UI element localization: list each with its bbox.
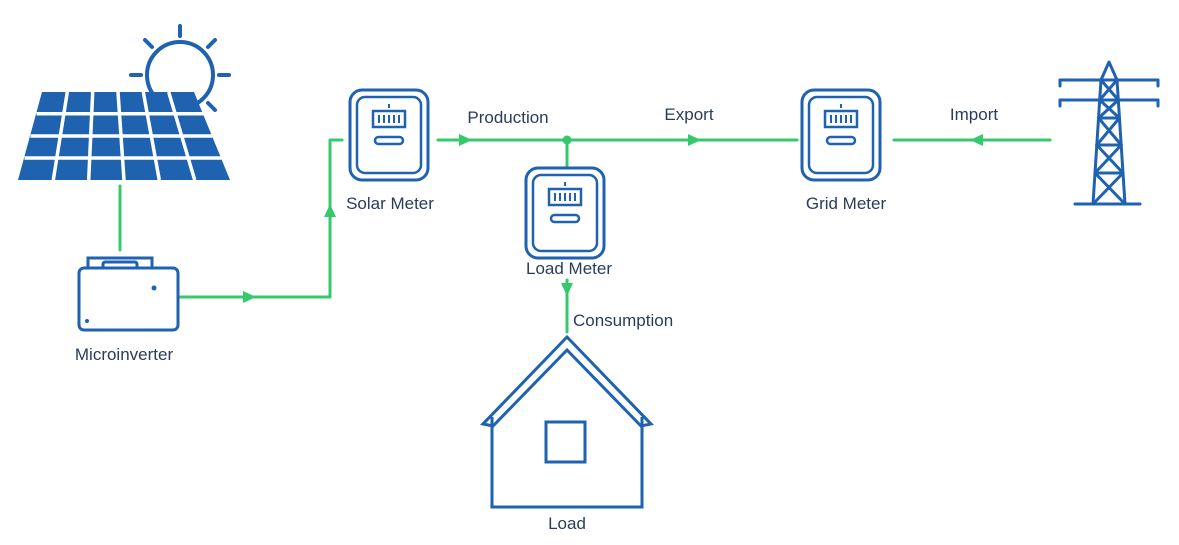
consumption-label: Consumption xyxy=(573,311,673,330)
grid-meter-label: Grid Meter xyxy=(806,194,887,213)
microinverter-label: Microinverter xyxy=(75,345,174,364)
microinverter-icon xyxy=(77,256,180,332)
load-meter-icon xyxy=(524,166,606,260)
import-label: Import xyxy=(950,105,998,124)
transmission-tower-icon xyxy=(1058,60,1160,206)
grid-meter-icon xyxy=(800,88,882,182)
production-arrow xyxy=(459,134,472,146)
import-arrow xyxy=(970,134,983,146)
load-meter-label: Load Meter xyxy=(526,259,612,278)
solar-panel-icon xyxy=(18,91,230,181)
arrow-up-to-solar-meter xyxy=(324,204,336,217)
export-arrow xyxy=(688,134,701,146)
flow-arrows xyxy=(243,134,983,303)
house-icon xyxy=(480,334,654,509)
export-label: Export xyxy=(664,105,713,124)
production-label: Production xyxy=(467,108,548,127)
arrow-right-to-panel-bus xyxy=(243,291,256,303)
solar-meter-label: Solar Meter xyxy=(346,194,434,213)
consumption-arrow xyxy=(561,283,573,296)
load-label: Load xyxy=(548,514,586,533)
solar-meter-icon xyxy=(348,88,430,182)
junction-dot xyxy=(562,135,572,145)
